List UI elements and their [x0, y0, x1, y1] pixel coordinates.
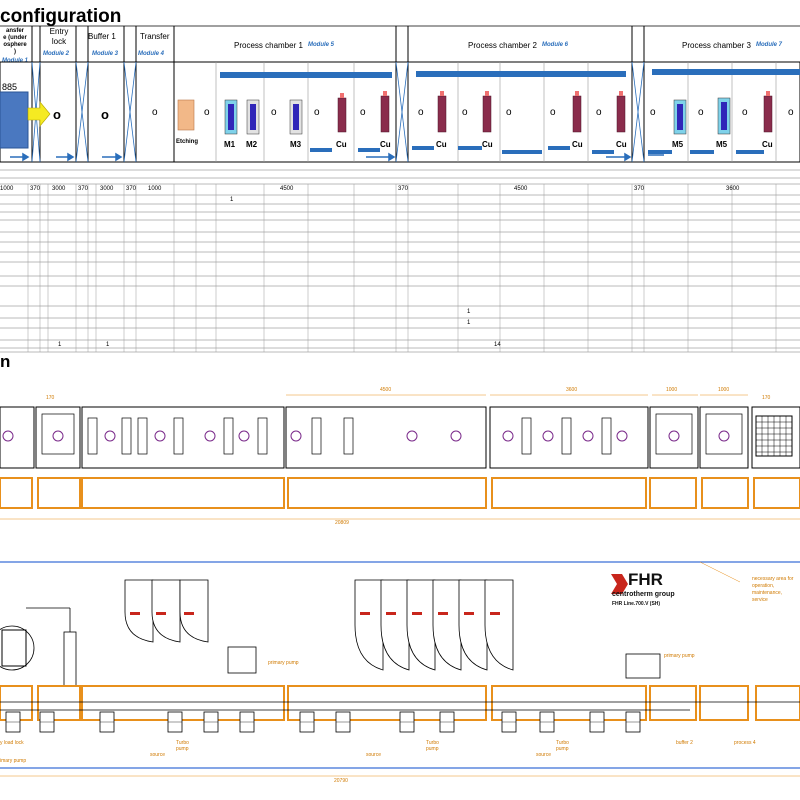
dimension-cell: 370 — [78, 186, 89, 192]
sum-cell: 14 — [494, 342, 501, 348]
drawing-dim: 4500 — [380, 387, 392, 393]
section-title-2: n — [0, 352, 11, 371]
o-mark: o — [596, 107, 602, 118]
station-label: M5 — [716, 140, 728, 149]
drawing-dim: 170 — [46, 395, 55, 401]
o-mark: o — [742, 107, 748, 118]
section-title-configuration: configuration — [0, 6, 122, 27]
dimension-cell: 370 — [126, 186, 137, 192]
matrix-cell: 1 — [230, 197, 234, 203]
station-label: Cu — [482, 140, 493, 149]
o-mark: o — [462, 107, 468, 118]
bottom-label: process 4 — [734, 740, 756, 746]
brand-line: FHR Line.700.V (SH) — [612, 601, 661, 607]
note-line: necessary area for — [752, 576, 794, 582]
dimension-cell: 3000 — [100, 186, 114, 192]
station-label: M1 — [224, 140, 236, 149]
primary-pump-label: primary pump — [664, 653, 695, 659]
o-mark: o — [418, 107, 424, 118]
merged-row-cell: 1 — [467, 320, 471, 326]
drawing-dim: 1000 — [666, 387, 678, 393]
module-7-name: Process chamber 3 — [682, 41, 751, 50]
dimension-cell: 4500 — [280, 186, 294, 192]
dimension-cell: 370 — [30, 186, 41, 192]
o-mark: o — [360, 107, 366, 118]
sum-cell: 1 — [106, 342, 110, 348]
module-6-label: Module 6 — [542, 42, 569, 48]
brand-name: FHR — [628, 570, 663, 589]
layout-drawing — [0, 394, 800, 777]
o-mark: o — [550, 107, 556, 118]
note-line: service — [752, 597, 768, 603]
station-label: Cu — [380, 140, 391, 149]
drawing-dim: 170 — [762, 395, 771, 401]
station-label: Cu — [436, 140, 447, 149]
module-1-name: ansfer e (under osphere ) — [3, 28, 27, 55]
primary-pump-label: primary pump — [268, 660, 299, 666]
bottom-label: Turbo pump — [426, 740, 439, 752]
station-label: Cu — [572, 140, 583, 149]
dimension-cell: 4500 — [514, 186, 528, 192]
o-mark: o — [650, 107, 656, 118]
overall-length-bottom: 20790 — [334, 778, 348, 784]
o-mark: o — [101, 107, 109, 122]
station-label: M2 — [246, 140, 258, 149]
module-3-label: Module 3 — [92, 51, 119, 57]
merged-row-cell: 1 — [467, 309, 471, 315]
module-5-label: Module 5 — [308, 42, 335, 48]
o-mark: o — [204, 107, 210, 118]
o-mark: o — [152, 107, 158, 118]
station-label: Cu — [762, 140, 773, 149]
dimension-cell: 370 — [398, 186, 409, 192]
module-7-label: Module 7 — [756, 42, 783, 48]
bottom-label: Turbo pump — [556, 740, 569, 752]
bottom-label: imary pump — [0, 758, 27, 764]
module-2-name: Entry lock — [49, 27, 69, 46]
dimension-cell: 1000 — [0, 186, 14, 192]
dimension-cell: 3000 — [52, 186, 66, 192]
bottom-label: Turbo pump — [176, 740, 189, 752]
module-3-name: Buffer 1 — [88, 32, 116, 41]
o-mark: o — [53, 107, 61, 122]
bottom-label: y load lock — [0, 740, 24, 746]
station-label: Etching — [176, 139, 198, 145]
o-mark: o — [698, 107, 704, 118]
drawing-dim: 3600 — [566, 387, 578, 393]
dimension-cell: 370 — [634, 186, 645, 192]
overall-length-top: 20809 — [335, 520, 349, 526]
sum-cell: 1 — [58, 342, 62, 348]
station-label: Cu — [336, 140, 347, 149]
module-5-name: Process chamber 1 — [234, 41, 303, 50]
module-4-name: Transfer — [140, 32, 170, 41]
dimension-cell: 1000 — [148, 186, 162, 192]
carrier-label: 885 — [2, 82, 18, 92]
module-6-name: Process chamber 2 — [468, 41, 537, 50]
bottom-label: source — [366, 752, 382, 758]
module-1-label: Module 1 — [2, 58, 29, 64]
station-label: M5 — [672, 140, 684, 149]
o-mark: o — [506, 107, 512, 118]
o-mark: o — [788, 107, 794, 118]
station-label: M3 — [290, 140, 302, 149]
note-line: operation, — [752, 583, 775, 589]
bottom-label: source — [536, 752, 552, 758]
o-mark: o — [271, 107, 277, 118]
o-mark: o — [314, 107, 320, 118]
bottom-label: buffer 2 — [676, 740, 693, 746]
bottom-label: source — [150, 752, 166, 758]
configuration-grid — [0, 25, 800, 353]
module-4-label: Module 4 — [138, 51, 165, 57]
station-label: Cu — [616, 140, 627, 149]
brand-subtitle: centrotherm group — [612, 591, 675, 598]
dimension-cell: 3600 — [726, 186, 740, 192]
module-2-label: Module 2 — [43, 51, 70, 57]
drawing-dim: 1000 — [718, 387, 730, 393]
note-line: maintenance, — [752, 590, 783, 596]
